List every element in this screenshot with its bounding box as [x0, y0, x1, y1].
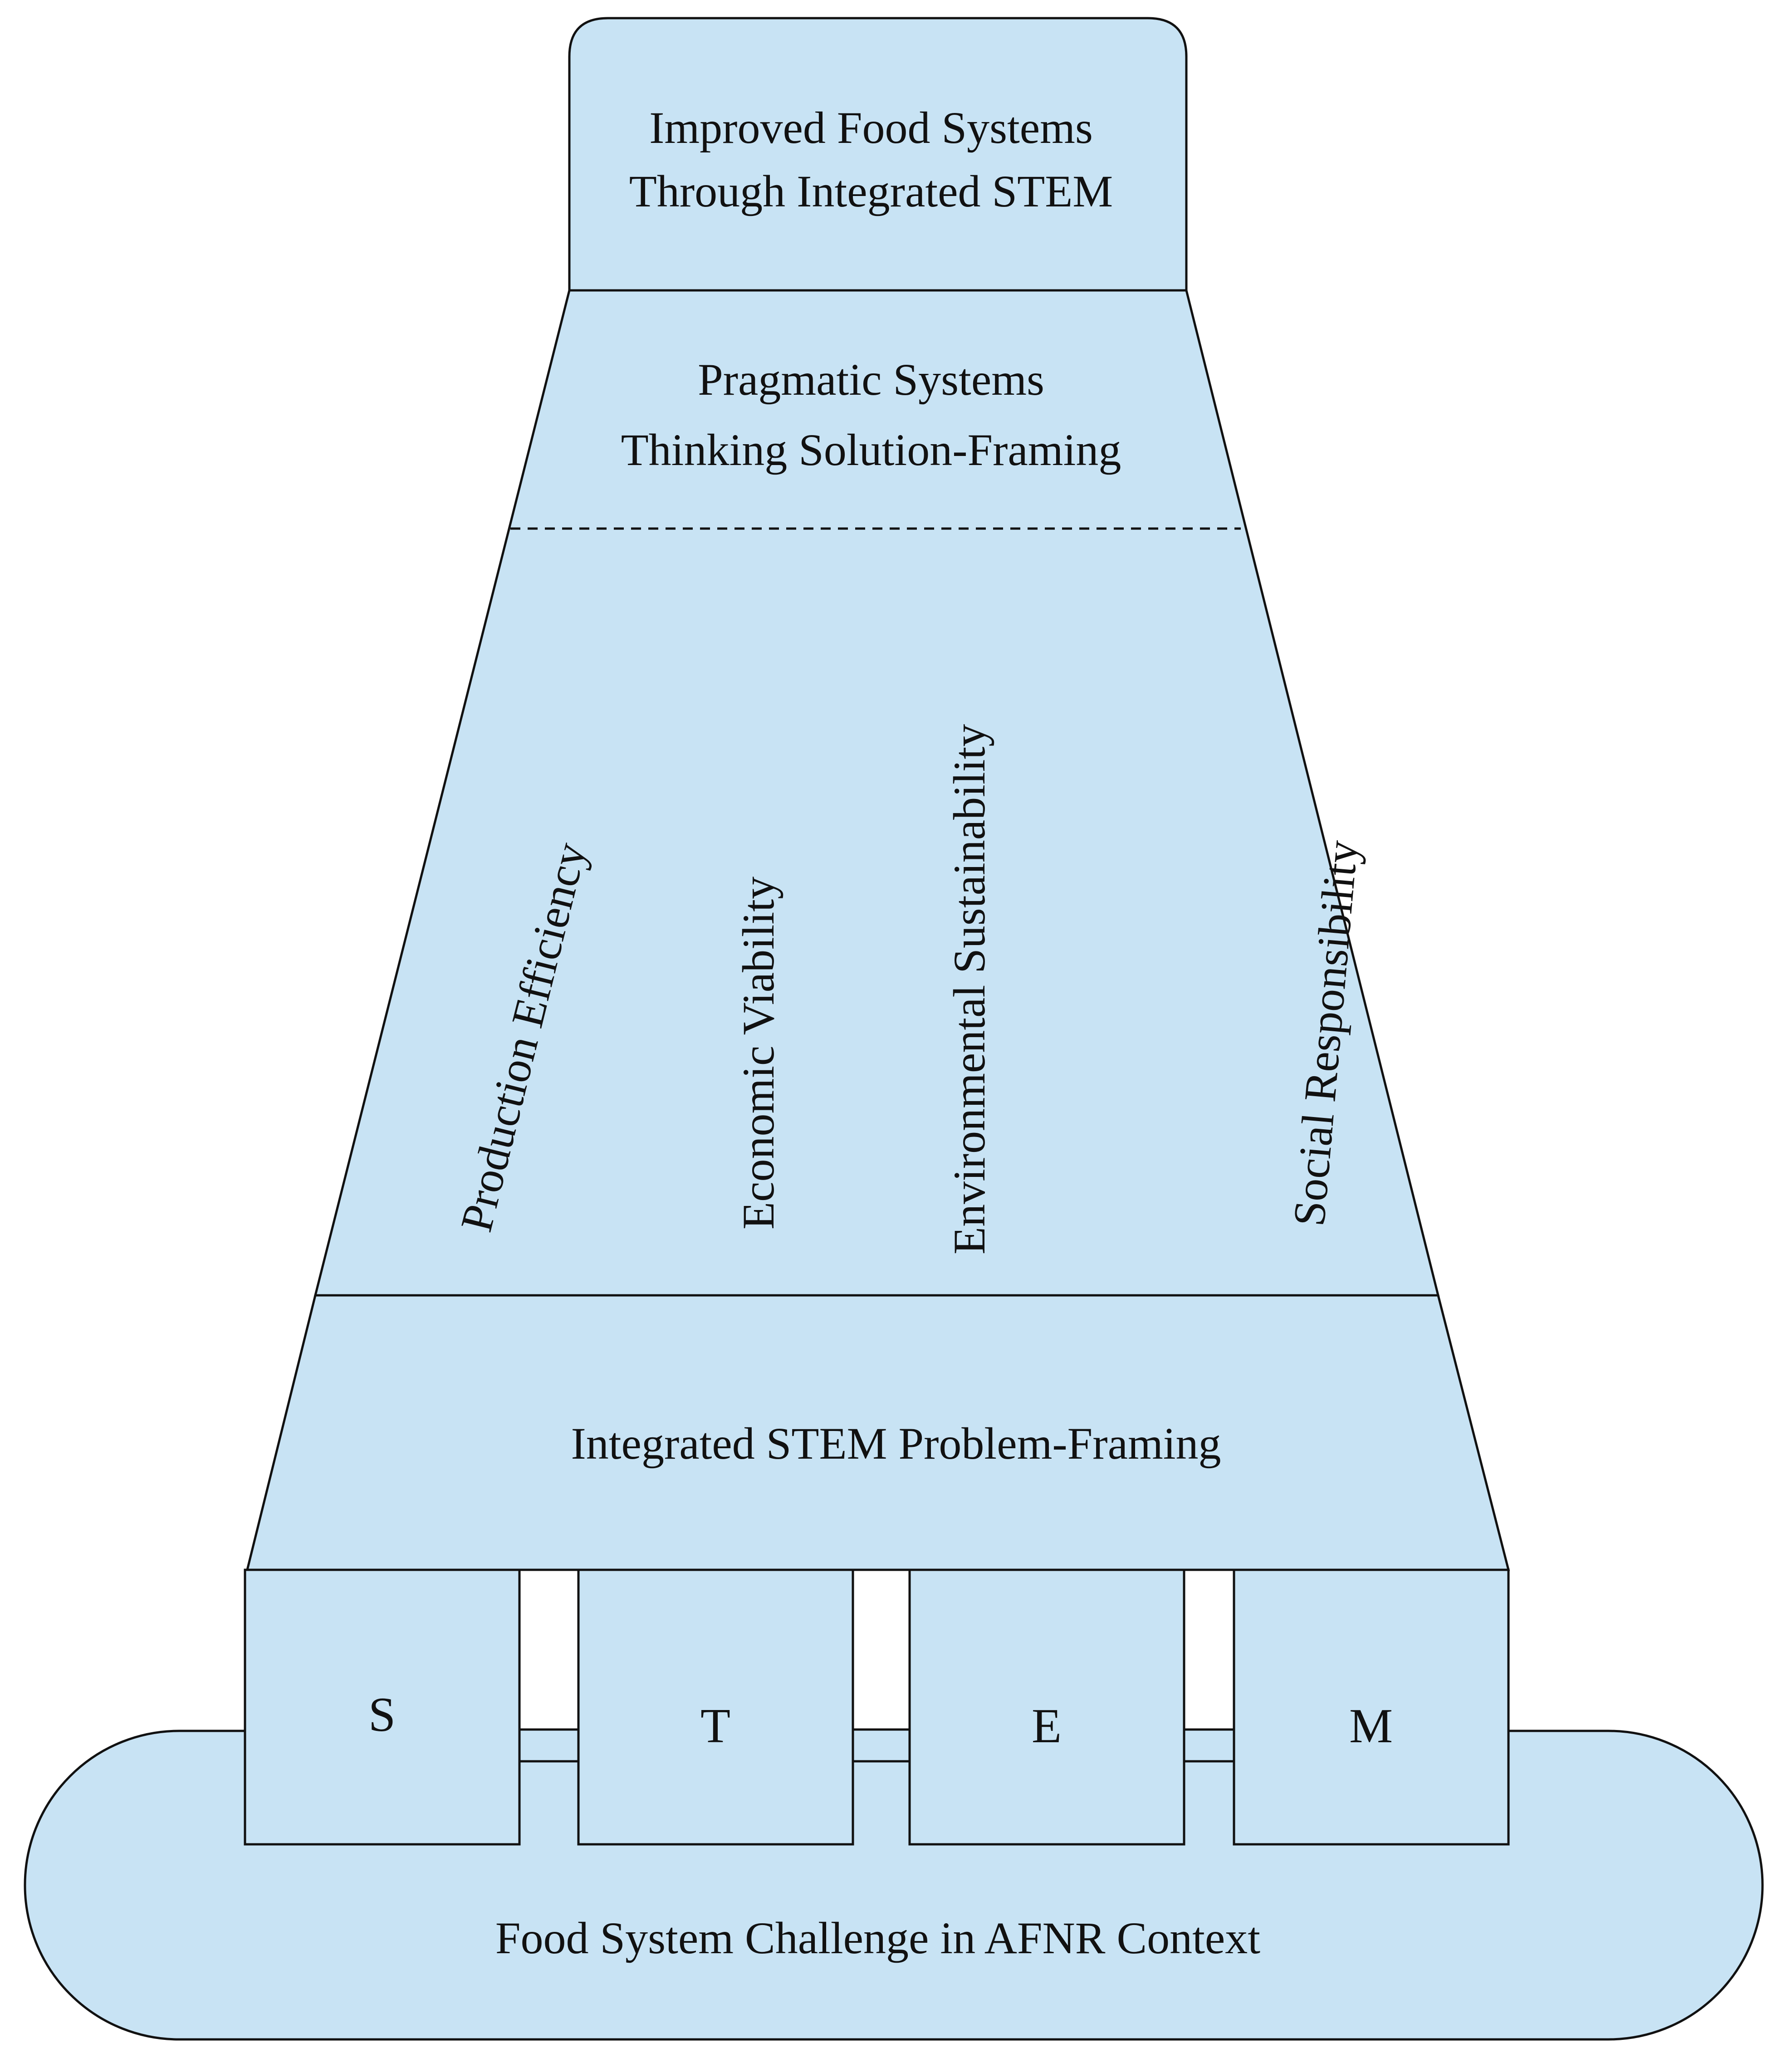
stem-box-e: [908, 1568, 1185, 1846]
criterion-environmental-sustainability: Environmental Sustainability: [944, 724, 994, 1254]
problem-framing-label: Integrated STEM Problem-Framing: [571, 1418, 1221, 1469]
solution-framing-line1: Pragmatic Systems: [698, 354, 1044, 405]
stem-box-t: [577, 1568, 854, 1846]
stem-box-m: [1233, 1568, 1510, 1846]
stem-letter-e: E: [1032, 1699, 1062, 1753]
solution-framing-line2: Thinking Solution-Framing: [621, 425, 1121, 475]
stem-letter-m: M: [1349, 1699, 1393, 1753]
stem-letter-s: S: [368, 1688, 396, 1742]
top-box-line1: Improved Food Systems: [649, 103, 1093, 153]
top-box-line2: Through Integrated STEM: [629, 166, 1113, 216]
stem-boxes: [244, 1568, 1510, 1846]
criterion-economic-viability: Economic Viability: [733, 877, 783, 1230]
base-context-label: Food System Challenge in AFNR Context: [495, 1913, 1260, 1963]
stem-letter-t: T: [700, 1699, 730, 1753]
top-goal-box: [568, 17, 1188, 292]
stem-box-s: [244, 1568, 521, 1846]
